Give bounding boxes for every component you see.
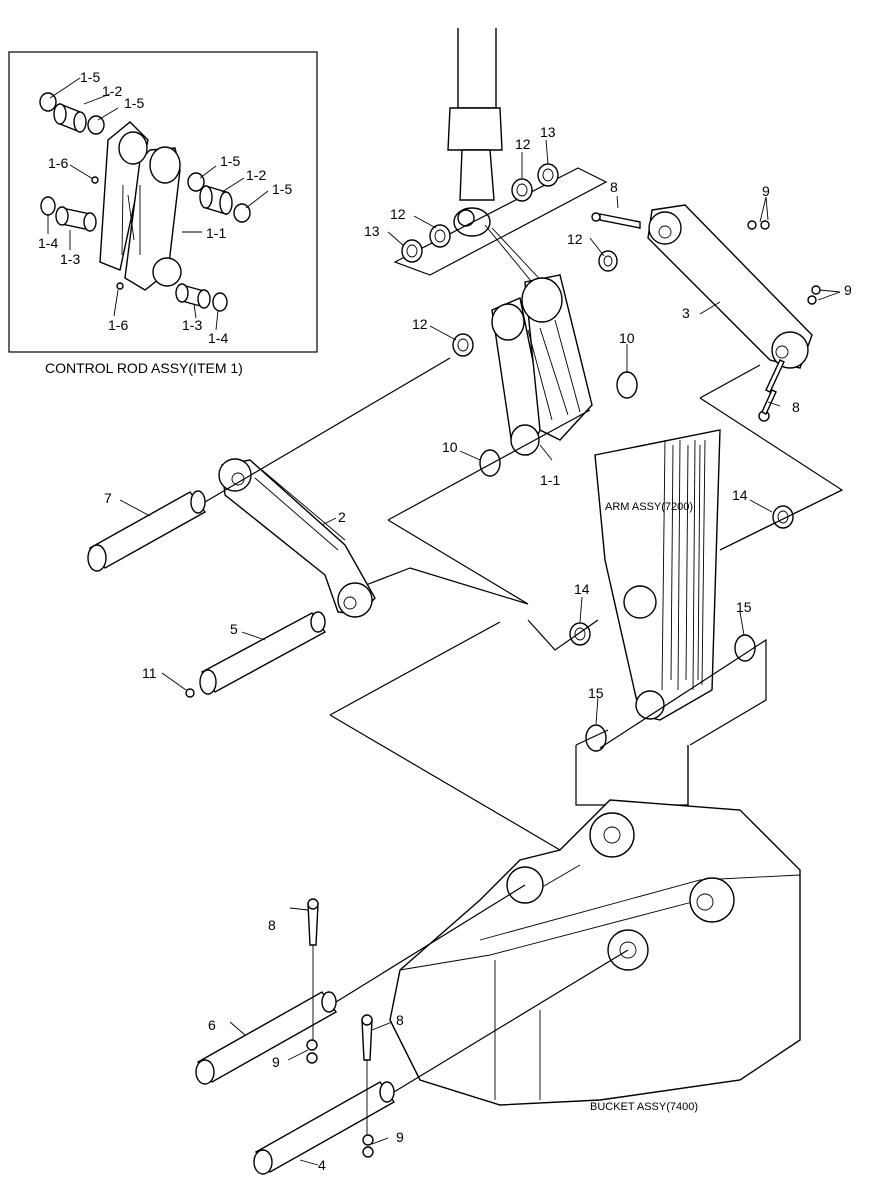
control-rod-inset: 1-5 1-2 1-5 1-6 1-5 1-2 1-5 1-1 1-4 1-3 … xyxy=(8,51,318,376)
label-9: 9 xyxy=(844,282,852,298)
cylinder-rod xyxy=(447,28,503,237)
bucket-fasteners xyxy=(306,898,374,1158)
label-1-5: 1-5 xyxy=(80,69,100,85)
leader-lines xyxy=(119,139,841,1166)
label-1-1: 1-1 xyxy=(540,472,560,488)
label-7: 7 xyxy=(104,490,112,506)
pin-6 xyxy=(195,991,338,1085)
bucket-assembly: BUCKET ASSY(7400) xyxy=(389,799,801,1113)
label-1-2: 1-2 xyxy=(102,83,122,99)
label-1-6: 1-6 xyxy=(48,155,68,171)
label-1-5: 1-5 xyxy=(124,95,144,111)
label-9: 9 xyxy=(396,1129,404,1145)
bucket-assy-label: BUCKET ASSY(7400) xyxy=(590,1101,698,1113)
label-9: 9 xyxy=(762,183,770,199)
o-ring-10-b xyxy=(479,449,501,477)
inset-control-rod xyxy=(99,121,182,291)
pin4-axis xyxy=(393,949,629,1093)
label-12: 12 xyxy=(390,206,406,222)
label-1-3: 1-3 xyxy=(60,251,80,267)
guide-parallelogram-top xyxy=(393,167,608,276)
label-12: 12 xyxy=(515,136,531,152)
label-15: 15 xyxy=(736,599,752,615)
inset-rings xyxy=(39,92,251,312)
label-2: 2 xyxy=(338,509,346,525)
label-6: 6 xyxy=(208,1017,216,1033)
pin7-axis xyxy=(204,357,451,503)
pin6-axis xyxy=(335,884,526,1003)
label-8: 8 xyxy=(610,179,618,195)
label-1-5: 1-5 xyxy=(272,181,292,197)
label-1-4: 1-4 xyxy=(38,235,58,251)
o-ring-15-b xyxy=(585,724,607,752)
label-4: 4 xyxy=(318,1157,326,1173)
o-ring-15-a xyxy=(734,634,756,662)
label-12: 12 xyxy=(412,316,428,332)
label-11: 11 xyxy=(142,665,157,681)
link-2 xyxy=(218,458,376,618)
label-1-2: 1-2 xyxy=(246,167,266,183)
label-10: 10 xyxy=(619,330,635,346)
label-5: 5 xyxy=(230,621,238,637)
label-1-4: 1-4 xyxy=(208,330,228,346)
label-1-1: 1-1 xyxy=(206,225,226,241)
label-12: 12 xyxy=(567,231,583,247)
label-1-3: 1-3 xyxy=(182,317,202,333)
label-3: 3 xyxy=(682,305,690,321)
label-8: 8 xyxy=(396,1012,404,1028)
label-13: 13 xyxy=(540,124,556,140)
label-10: 10 xyxy=(442,439,458,455)
arm-assy-label: ARM ASSY(7200) xyxy=(605,501,693,513)
label-1-5: 1-5 xyxy=(220,153,240,169)
label-1-6: 1-6 xyxy=(108,317,128,333)
label-14: 14 xyxy=(574,581,590,597)
pin-7 xyxy=(87,490,207,572)
control-rod-main xyxy=(491,274,593,457)
washer-14-a xyxy=(772,505,794,529)
label-15: 15 xyxy=(588,685,604,701)
washers-top xyxy=(401,163,618,357)
inset-frame xyxy=(8,51,318,353)
label-9: 9 xyxy=(272,1054,280,1070)
inset-caption: CONTROL ROD ASSY(ITEM 1) xyxy=(45,360,243,376)
o-ring-10-a xyxy=(616,371,638,399)
label-14: 14 xyxy=(732,487,748,503)
link-3 xyxy=(647,204,813,369)
bolts-link3 xyxy=(591,212,821,422)
arm-assembly: ARM ASSY(7200) xyxy=(594,429,721,721)
washer-14-b xyxy=(569,622,591,646)
pin-5 xyxy=(185,611,327,698)
label-8: 8 xyxy=(792,399,800,415)
label-8: 8 xyxy=(268,917,276,933)
label-13: 13 xyxy=(364,223,380,239)
